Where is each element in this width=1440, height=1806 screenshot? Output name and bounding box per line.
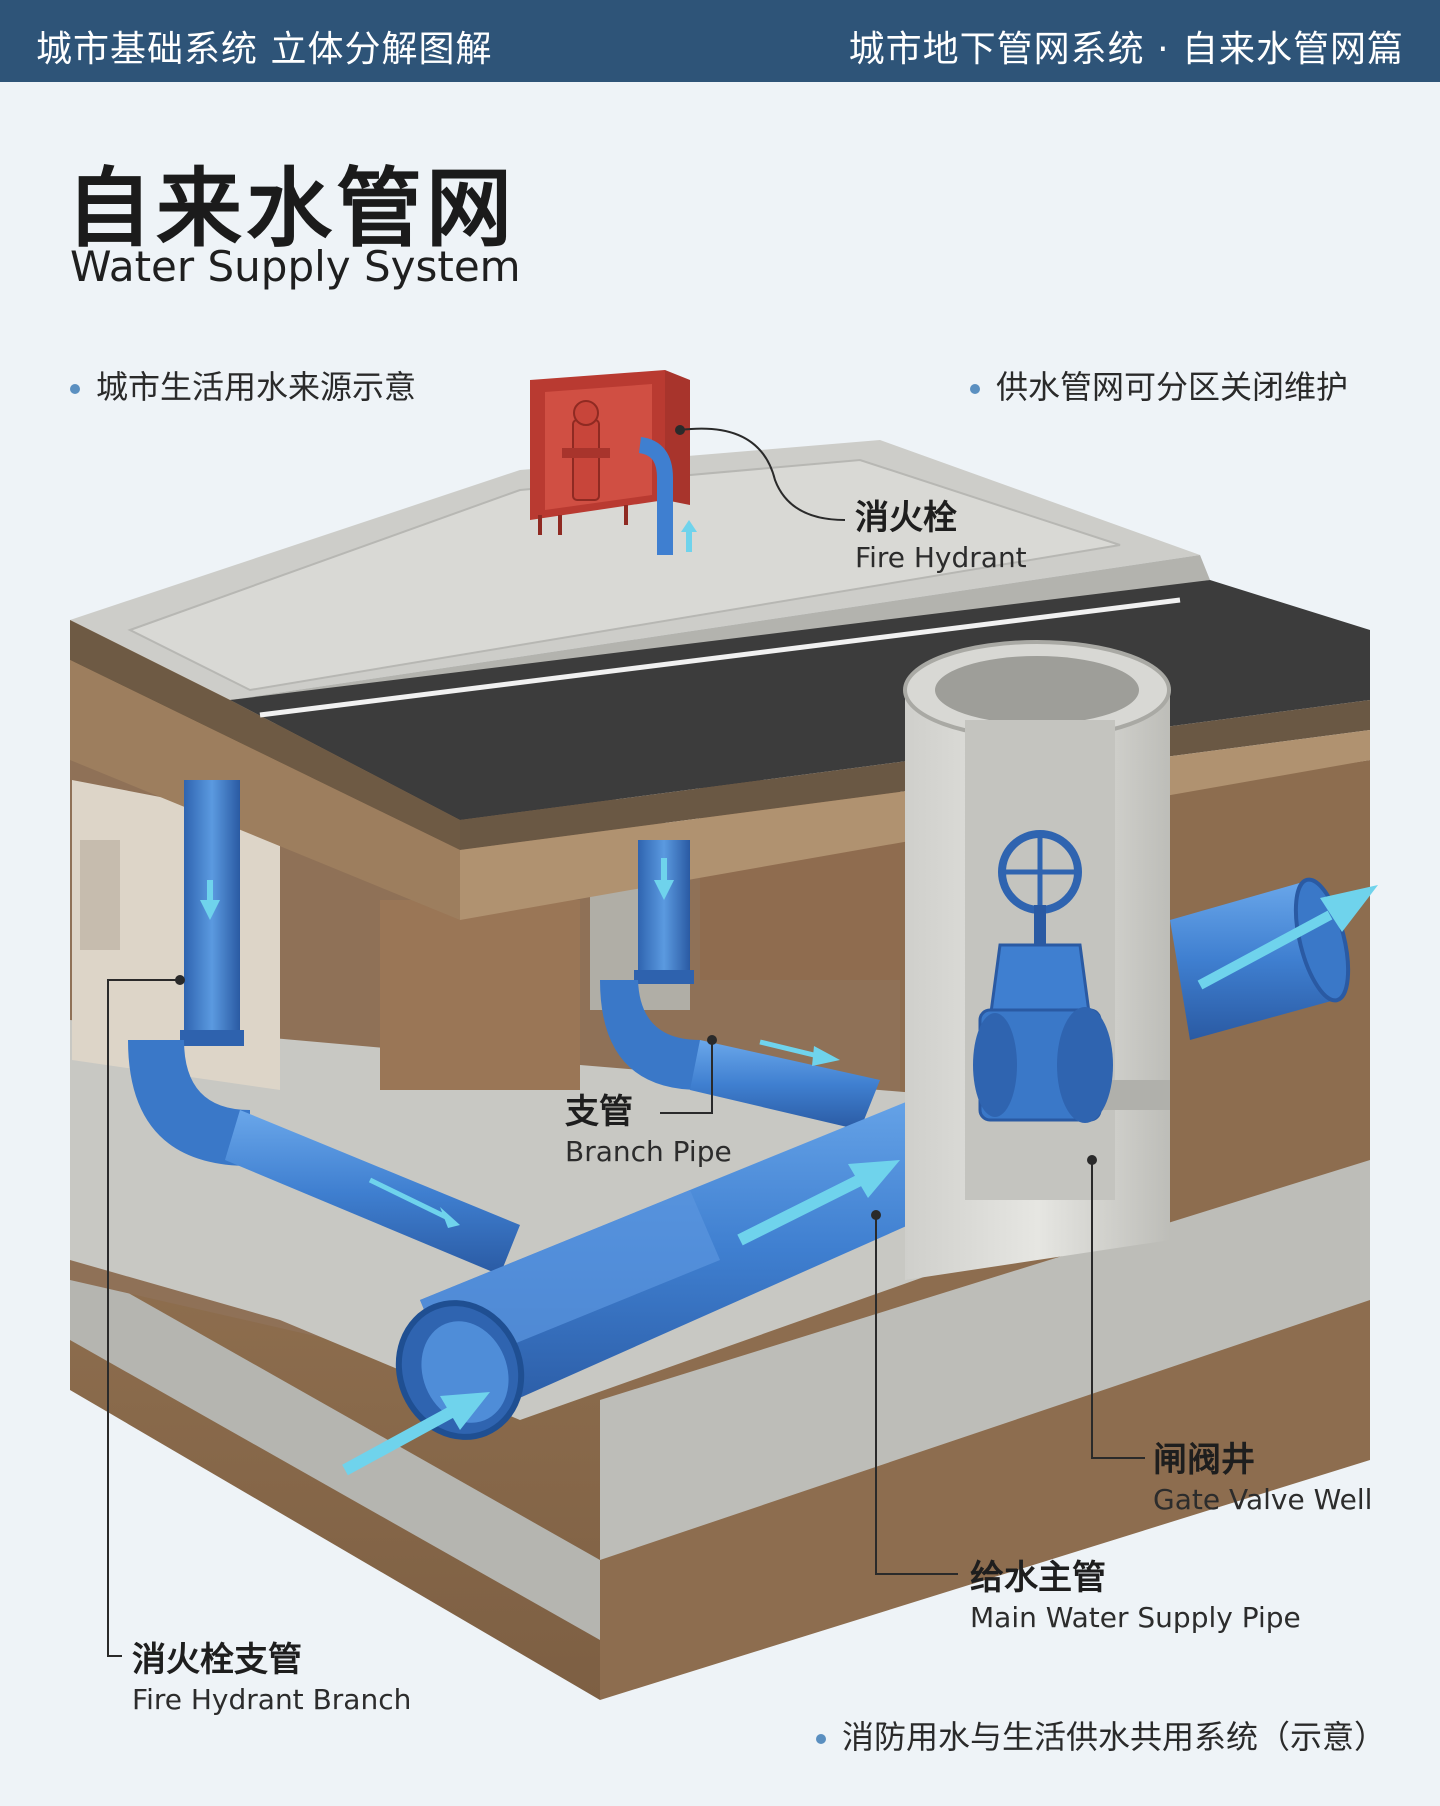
note-top-right: 供水管网可分区关闭维护 — [970, 362, 1348, 408]
flow-arrow-icon — [207, 880, 213, 902]
bullet-icon — [816, 1734, 826, 1744]
label-branch-pipe-en: Branch Pipe — [565, 1134, 732, 1170]
note-bottom-right: 消防用水与生活供水共用系统（示意） — [816, 1712, 1386, 1758]
label-main-pipe-cn: 给水主管 — [970, 1556, 1301, 1600]
label-hydrant-branch-en: Fire Hydrant Branch — [132, 1682, 411, 1718]
label-hydrant-branch: 消火栓支管 Fire Hydrant Branch — [132, 1638, 411, 1718]
label-gate-valve-well-cn: 闸阀井 — [1153, 1438, 1372, 1482]
well-opening — [935, 656, 1139, 724]
pipe-collar — [180, 1030, 244, 1046]
hydrant-cap — [574, 401, 598, 425]
back-wall-block — [380, 900, 580, 1090]
note-top-left-text: 城市生活用水来源示意 — [96, 368, 416, 406]
label-branch-pipe: 支管 Branch Pipe — [565, 1090, 732, 1170]
label-gate-valve-well-en: Gate Valve Well — [1153, 1482, 1372, 1518]
label-hydrant-branch-cn: 消火栓支管 — [132, 1638, 411, 1682]
label-branch-pipe-cn: 支管 — [565, 1090, 732, 1134]
pipe-collar — [634, 970, 694, 984]
valve-stem — [1034, 905, 1046, 945]
note-top-right-text: 供水管网可分区关闭维护 — [996, 368, 1348, 406]
flow-arrow-icon — [686, 532, 692, 552]
hydrant-nozzle — [562, 448, 610, 458]
label-main-pipe: 给水主管 Main Water Supply Pipe — [970, 1556, 1301, 1636]
bullet-icon — [70, 384, 80, 394]
label-gate-valve-well: 闸阀井 Gate Valve Well — [1153, 1438, 1372, 1518]
label-main-pipe-en: Main Water Supply Pipe — [970, 1600, 1301, 1636]
label-fire-hydrant-en: Fire Hydrant — [855, 540, 1027, 576]
label-fire-hydrant-cn: 消火栓 — [855, 496, 1027, 540]
note-bottom-right-text: 消防用水与生活供水共用系统（示意） — [842, 1718, 1386, 1756]
valve-flange — [1057, 1007, 1113, 1123]
gate-valve-well — [905, 642, 1170, 1280]
basement-cabinet — [80, 840, 120, 950]
note-top-left: 城市生活用水来源示意 — [70, 362, 416, 408]
label-fire-hydrant: 消火栓 Fire Hydrant — [855, 496, 1027, 576]
flow-arrow-icon — [661, 858, 667, 882]
hydrant-body — [573, 420, 599, 500]
valve-flange — [973, 1013, 1017, 1117]
bullet-icon — [970, 384, 980, 394]
